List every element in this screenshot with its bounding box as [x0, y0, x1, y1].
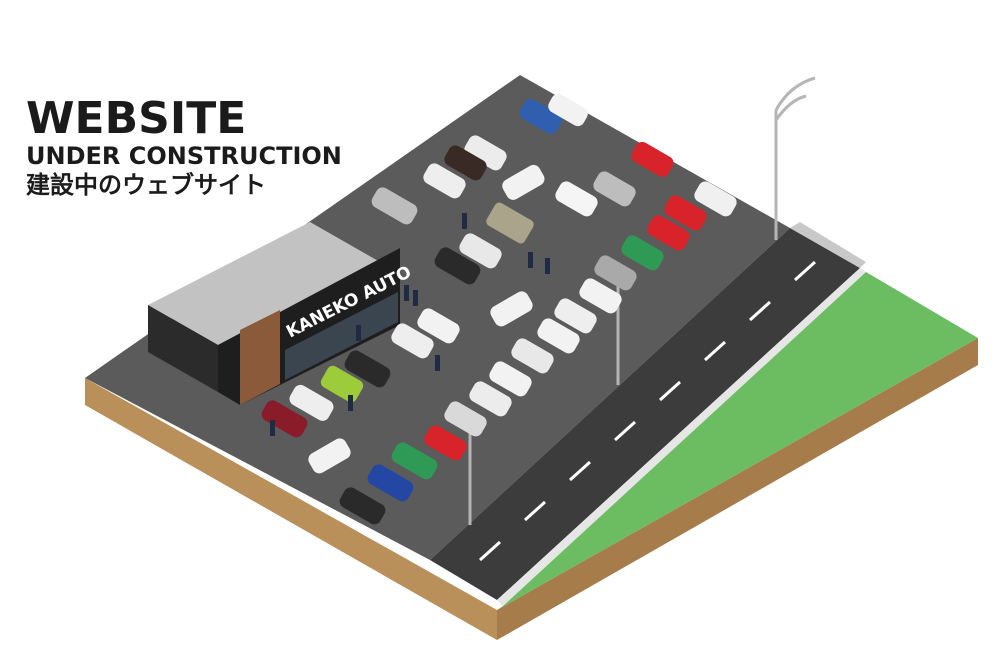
grass-field — [497, 272, 978, 610]
sidewalk — [790, 222, 866, 268]
road-edge — [497, 268, 866, 606]
building-roof — [148, 222, 380, 345]
building-windows — [285, 292, 398, 380]
lane-markings — [478, 260, 817, 562]
headline-japanese: 建設中のウェブサイト — [26, 171, 266, 199]
headline: WEBSITE UNDER CONSTRUCTION 建設中のウェブサイト — [26, 96, 342, 200]
street-lamp — [774, 76, 816, 240]
headline-title: WEBSITE — [26, 93, 247, 144]
ground-right-side — [497, 338, 978, 640]
parked-cars — [261, 93, 737, 525]
ground-left-side — [85, 378, 497, 640]
building-wood-panel — [240, 310, 280, 405]
building-left-wall — [148, 305, 218, 392]
people — [270, 213, 550, 436]
headline-subtitle: UNDER CONSTRUCTION — [26, 142, 342, 170]
